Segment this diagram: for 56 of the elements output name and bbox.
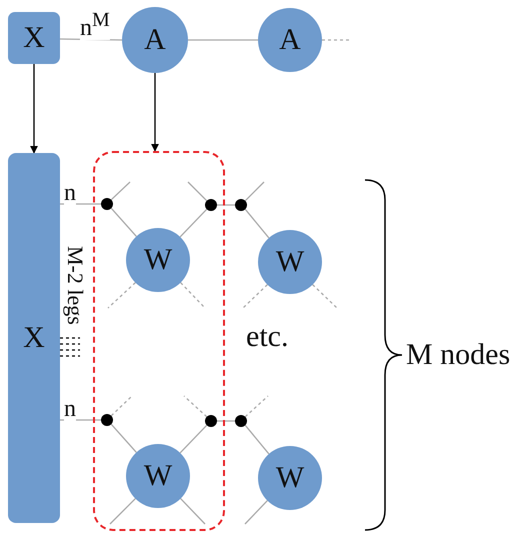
tensor-circle <box>126 444 190 508</box>
arrow <box>151 73 159 152</box>
leg-line <box>217 420 235 422</box>
leg-line <box>110 498 136 524</box>
leg-line <box>244 500 268 524</box>
leg-line <box>110 424 137 453</box>
group-outline <box>93 151 225 531</box>
contraction-dot <box>235 415 247 427</box>
leg-line <box>244 182 264 202</box>
node-label: X <box>23 23 45 53</box>
dashed-leg-line <box>60 355 80 357</box>
node-label: W <box>276 247 304 277</box>
dashed-leg-line <box>110 396 132 416</box>
dashed-leg-line <box>108 282 136 308</box>
tensor-circle <box>258 230 322 294</box>
leg-line <box>110 208 137 237</box>
tensor-box <box>8 153 60 523</box>
dashed-leg-line <box>312 284 338 308</box>
dashed-leg-line <box>184 396 208 418</box>
leg-line <box>188 182 208 202</box>
node-label: A <box>144 25 166 55</box>
node-label: W <box>144 245 172 275</box>
annotation: M-2 legs <box>64 246 86 325</box>
leg-line <box>180 498 206 524</box>
node-label: W <box>276 463 304 493</box>
dashed-leg-line <box>60 343 80 345</box>
dashed-leg-line <box>60 349 80 351</box>
arrow <box>30 64 38 154</box>
contraction-dot <box>205 199 217 211</box>
contraction-dot <box>101 414 113 426</box>
dashed-leg-line <box>242 284 268 308</box>
leg-line <box>60 203 101 205</box>
leg-line <box>217 204 235 206</box>
leg-line <box>180 424 208 454</box>
leg-line <box>180 208 208 238</box>
leg-line <box>188 39 258 41</box>
node-label: A <box>279 25 301 55</box>
dashed-leg-line <box>180 282 206 308</box>
annotation: etc. <box>246 322 288 352</box>
tensor-circle <box>258 446 322 510</box>
leg-line <box>110 182 130 200</box>
dashed-leg-line <box>244 396 268 418</box>
contraction-dot <box>205 415 217 427</box>
annotation: M nodes <box>406 340 510 370</box>
node-label: X <box>23 323 45 353</box>
dashed-leg-line <box>60 337 80 339</box>
contraction-dot <box>235 199 247 211</box>
node-label: W <box>144 461 172 491</box>
leg-line <box>60 419 101 421</box>
leg-line <box>244 208 270 238</box>
tensor-circle <box>126 228 190 292</box>
leg-line <box>244 424 270 454</box>
contraction-dot <box>101 198 113 210</box>
edge-label: n$^{M}$ <box>80 10 110 40</box>
dashed-leg-line <box>322 39 352 41</box>
tensor-box <box>8 12 60 64</box>
